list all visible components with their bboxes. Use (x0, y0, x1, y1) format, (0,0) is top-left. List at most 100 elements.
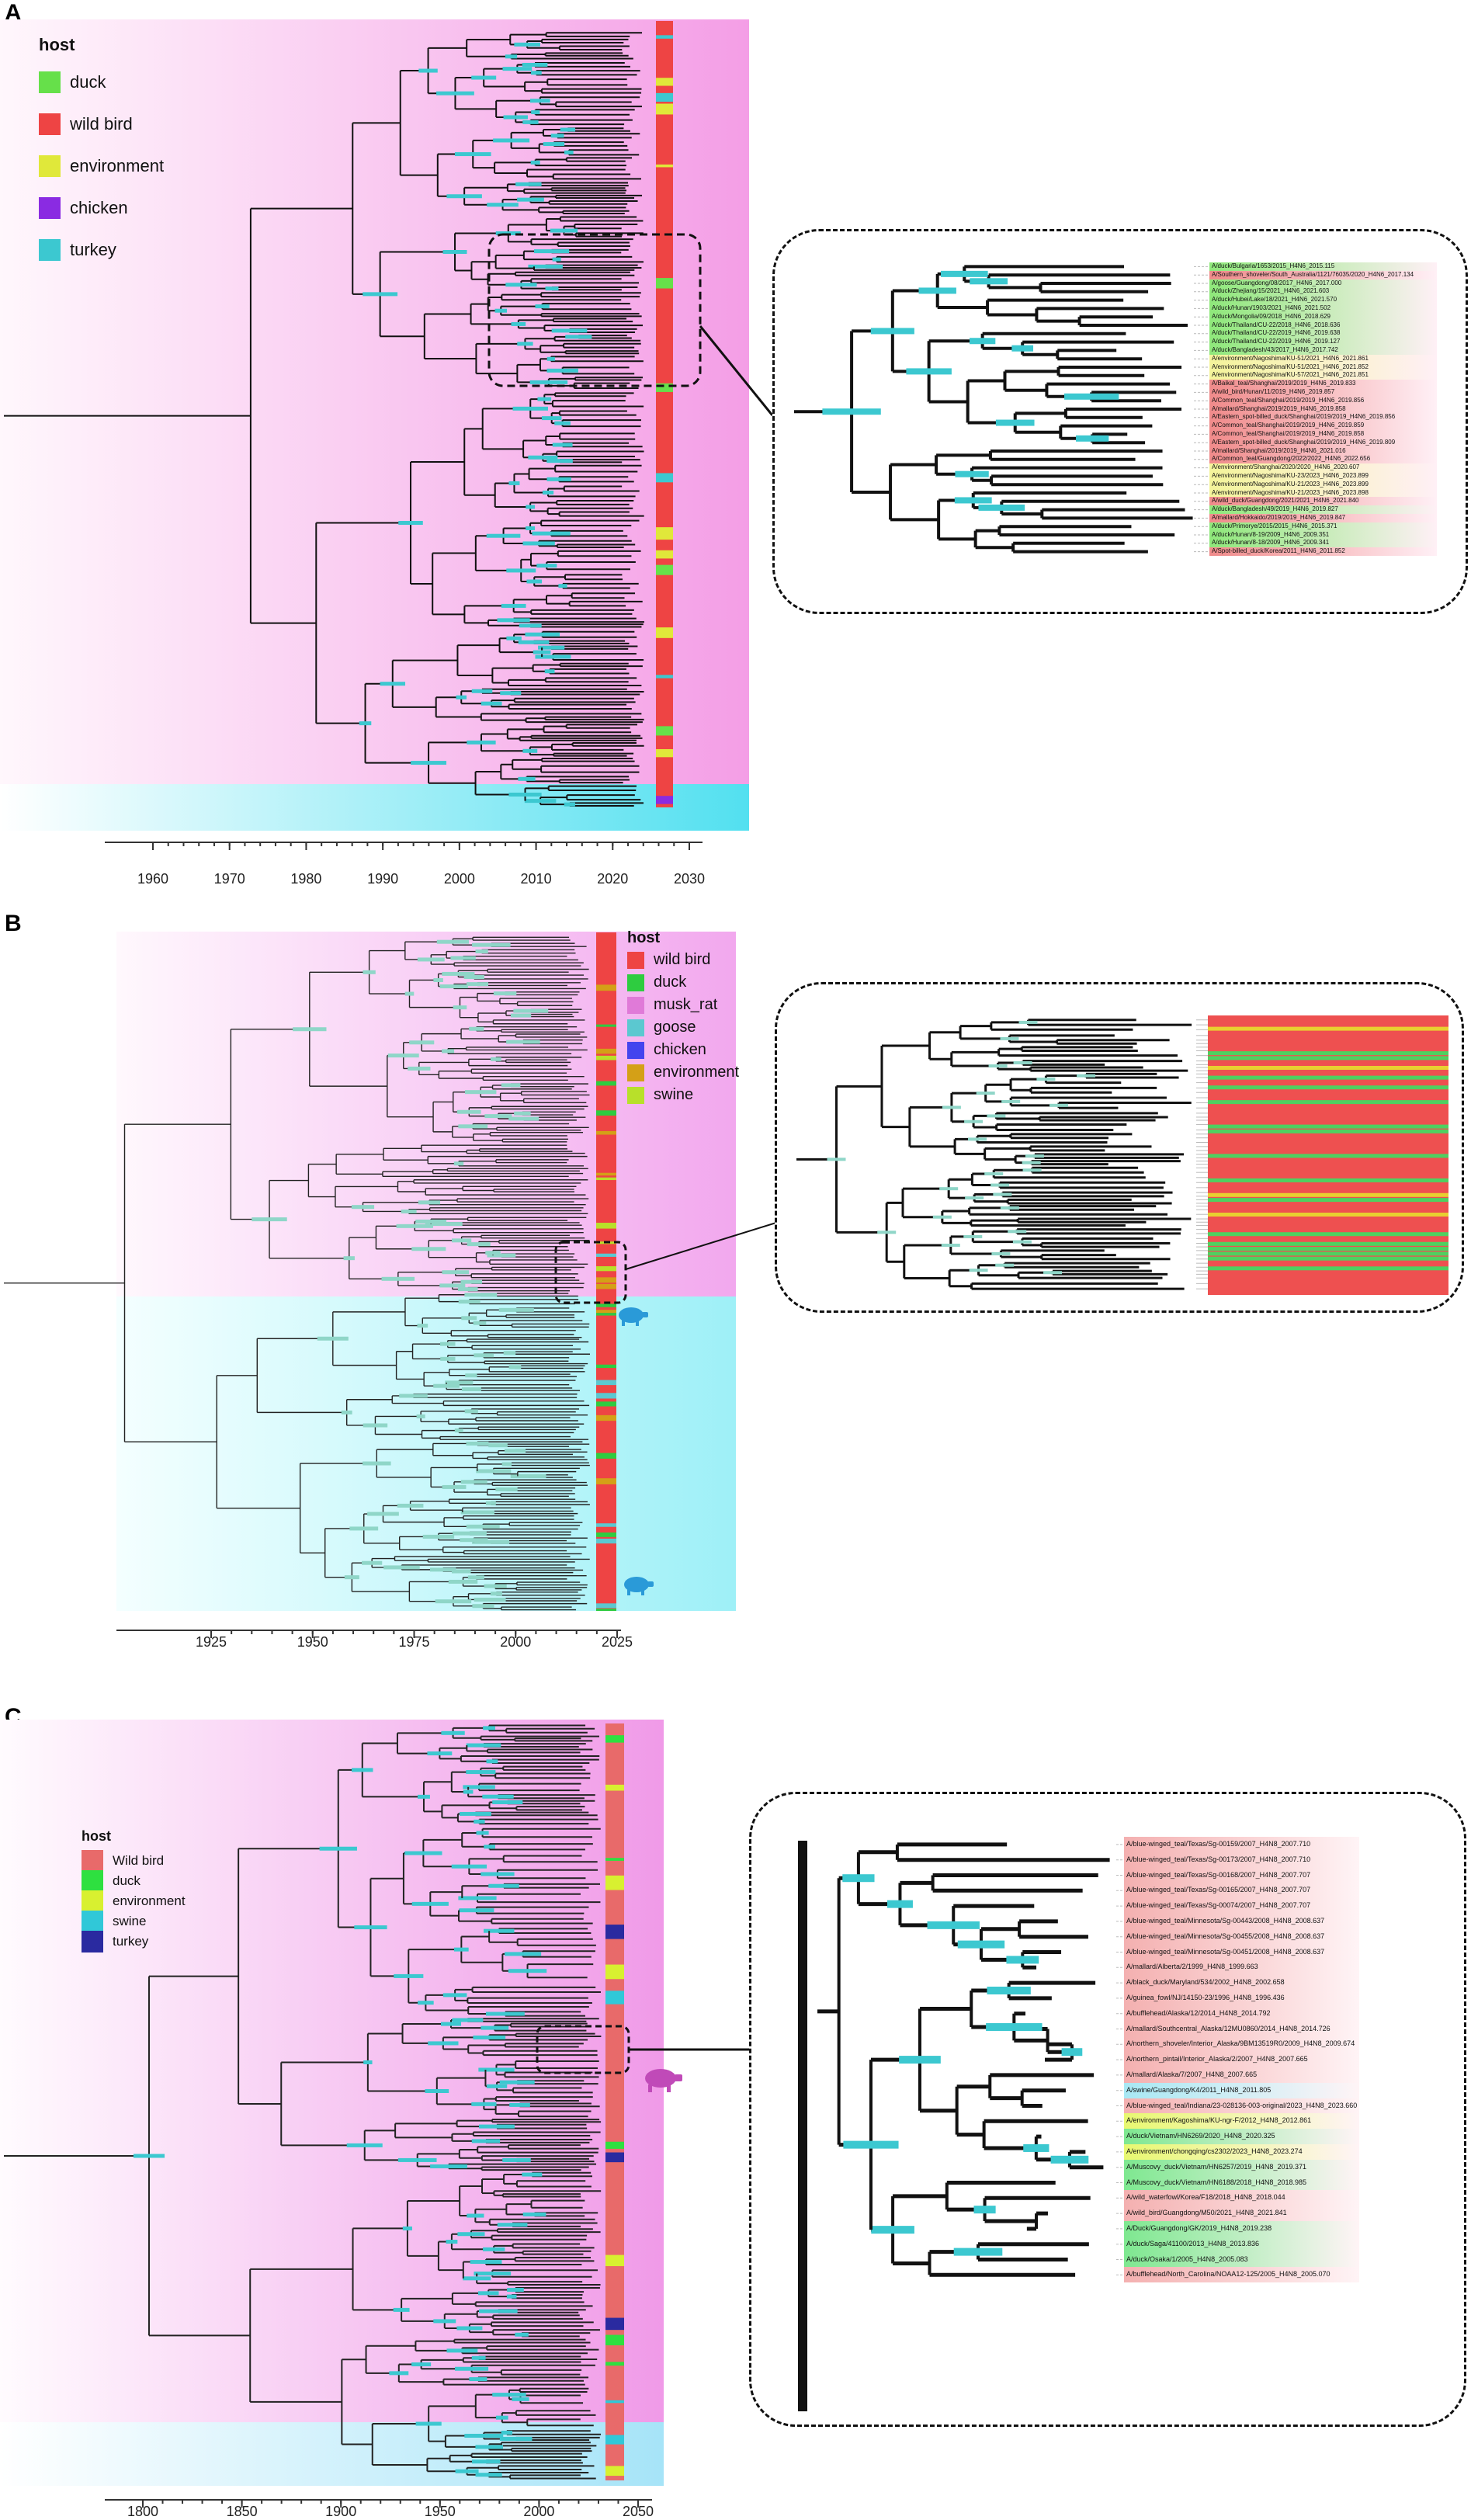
swine-icon (624, 1577, 654, 1595)
tip-label: A/duck/Bangladesh/49/2019_H4N6_2019.827 (1209, 505, 1437, 514)
tip-label: A/Common_teal/Guangdong/2022/2022_H4N6_2… (1209, 455, 1437, 464)
legend-item-turkey: turkey (39, 229, 164, 271)
legend-swatch (627, 1064, 644, 1081)
legend-swatch (82, 1890, 103, 1912)
tip-label: A/duck/Thailand/CU-22/2019_H4N6_2019.638 (1209, 329, 1437, 338)
axis-tick-label: 2000 (500, 1634, 532, 1650)
zoom-box-a (487, 233, 702, 387)
legend-label: environment (654, 1064, 740, 1081)
host-strip-a (656, 21, 673, 807)
legend-swatch (627, 1019, 644, 1036)
legend-title-b: host (627, 929, 661, 946)
legend-swatch (82, 1870, 103, 1892)
tip-label: A/mallard/Southcentral_Alaska/12MU0860/2… (1124, 2021, 1359, 2037)
legend-title-a: host (39, 35, 75, 54)
tip-label: A/environment/Nagoshima/KU-51/2021_H4N6_… (1209, 354, 1437, 363)
tip-label: A/duck/Thailand/CU-22/2018_H4N6_2018.636 (1209, 321, 1437, 330)
tip-label: A/Eastern_spot-billed_duck/Shanghai/2019… (1209, 438, 1437, 447)
legend-swatch (82, 1850, 103, 1872)
tip-label: A/duck/Osaka/1/2005_H4N8_2005.083 (1124, 2251, 1359, 2268)
tree-branches-a (4, 32, 644, 807)
tip-label: A/duck/Bulgaria/1653/2015_H4N6_2015.115 (1209, 262, 1437, 271)
legend-label: duck (113, 1873, 141, 1888)
axis-tick-label: 1950 (297, 1634, 328, 1650)
tip-label: A/swine/Guangdong/K4/2011_H4N8_2011.805 (1124, 2082, 1359, 2098)
axis-tick-label: 1850 (226, 2504, 258, 2519)
axis-tick-label: 2000 (523, 2504, 555, 2519)
tip-label: A/blue-winged_teal/Texas/Sg-00165/2007_H… (1124, 1883, 1359, 1899)
legend-swatch (627, 951, 644, 969)
tip-label: A/mallard/Alaska/7/2007_H4N8_2007.665 (1124, 2067, 1359, 2083)
axis-tick-label: 2010 (520, 871, 552, 887)
phylogenetic-tree-c (0, 1720, 749, 2508)
legend-item-environment: environment (82, 1890, 186, 1912)
tip-label: A/duck/Saga/41100/2013_H4N8_2013.836 (1124, 2236, 1359, 2252)
tip-label: A/blue-winged_teal/Minnesota/Sg-00443/20… (1124, 1914, 1359, 1929)
legend-item-duck: duck (39, 61, 164, 103)
legend-label: turkey (70, 240, 116, 259)
legend-label: wild bird (70, 114, 133, 134)
tip-label: A/blue-winged_teal/Texas/Sg-00074/2007_H… (1124, 1898, 1359, 1914)
tip-label: A/Eastern_spot-billed_duck/Shanghai/2019… (1209, 413, 1437, 422)
legend-swatch (627, 1041, 644, 1059)
tip-label: A/Baikal_teal/Shanghai/2019/2019_H4N6_20… (1209, 380, 1437, 388)
legend-item-turkey: turkey (82, 1931, 186, 1952)
tip-label: A/environment/Shanghai/2020/2020_H4N6_20… (1209, 463, 1437, 472)
tip-label: A/mallard/Shanghai/2019/2019_H4N6_2019.8… (1209, 404, 1437, 414)
tip-label: A/blue-winged_teal/Minnesota/Sg-00451/20… (1124, 1944, 1359, 1960)
tip-label: A/Spot-billed_duck/Korea/2011_H4N6_2011.… (1209, 547, 1437, 556)
legend-label: duck (70, 72, 106, 92)
tip-label: A/guinea_fowl/NJ/14150-23/1996_H4N8_1996… (1124, 1991, 1359, 2006)
axis-tick-label: 2020 (597, 871, 629, 887)
tip-label: A/northern_shoveler/Interior_Alaska/9BM1… (1124, 2036, 1359, 2053)
tip-label: A/blue-winged_teal/Texas/Sg-00168/2007_H… (1124, 1867, 1359, 1883)
legend-swatch (82, 1911, 103, 1932)
legend-label: musk_rat (654, 996, 718, 1013)
tip-label: A/environment/Nagoshima/KU-21/2023_H4N6_… (1209, 488, 1437, 498)
axis-tick-label: 1990 (367, 871, 399, 887)
tip-label: A/blue-winged_teal/Texas/Sg-00173/2007_H… (1124, 1852, 1359, 1868)
legend-label: wild bird (654, 951, 711, 968)
legend-label: swine (654, 1086, 694, 1103)
tip-label: A/bufflehead/Alaska/12/2014_H4N8_2014.79… (1124, 2005, 1359, 2022)
axis-tick-label: 1970 (213, 871, 245, 887)
tip-label: A/black_duck/Maryland/534/2002_H4N8_2002… (1124, 1975, 1359, 1991)
tip-label: A/blue-winged_teal/Indiana/23-028136-003… (1124, 2098, 1359, 2114)
legend-swatch (627, 996, 644, 1014)
legend-item-environment: environment (627, 1061, 739, 1084)
legend-item-musk-rat: musk_rat (627, 994, 739, 1016)
tip-label: A/northern_pintail/Interior_Alaska/2/200… (1124, 2052, 1359, 2067)
legend-title-c: host (82, 1828, 111, 1844)
phylogenetic-tree-a (0, 19, 774, 850)
legend-item-swine: swine (82, 1911, 186, 1932)
tip-label: A/duck/Primorye/2015/2015_H4N6_2015.371 (1209, 522, 1437, 531)
axis-tick-label: 1800 (127, 2504, 159, 2519)
legend-item-chicken: chicken (627, 1039, 739, 1061)
legend-label: goose (654, 1019, 696, 1036)
tip-label: A/duck/Mongolia/09/2018_H4N6_2018.629 (1209, 312, 1437, 321)
tip-label: A/duck/Zhejiang/15/2021_H4N6_2021.603 (1209, 287, 1437, 297)
tip-label: A/duck/Hunan/1903/2021_H4N6_2021.502 (1209, 304, 1437, 313)
legend-swatch (39, 71, 61, 93)
tip-label: A/goose/Guangdong/08/2017_H4N6_2017.000 (1209, 279, 1437, 288)
axis-tick-label: 1960 (137, 871, 169, 887)
legend-label: chicken (70, 198, 128, 217)
tip-label: A/bufflehead/North_Carolina/NOAA12-125/2… (1124, 2267, 1359, 2283)
tip-label: A/environment/Nagoshima/KU-21/2023_H4N6_… (1209, 480, 1437, 489)
legend-item-wild-bird: wild bird (39, 103, 164, 145)
swine-icon (619, 1307, 648, 1326)
tip-label: A/mallard/Shanghai/2019/2019_H4N6_2021.0… (1209, 446, 1437, 456)
legend-item-swine: swine (627, 1084, 739, 1106)
axis-tick-label: 2050 (622, 2504, 654, 2519)
swine-icon (645, 2069, 682, 2092)
tip-label: A/Duck/Guangdong/GK/2019_H4N8_2019.238 (1124, 2221, 1359, 2237)
tip-label: A/duck/Hubei/Lake/18/2021_H4N6_2021.570 (1209, 296, 1437, 304)
legend-label: Wild bird (113, 1853, 165, 1868)
tip-label: A/environment/Kagoshima/KU-ngr-F/2012_H4… (1124, 2113, 1359, 2130)
tip-label: A/environment/Nagoshima/KU-57/2021_H4N6_… (1209, 371, 1437, 380)
